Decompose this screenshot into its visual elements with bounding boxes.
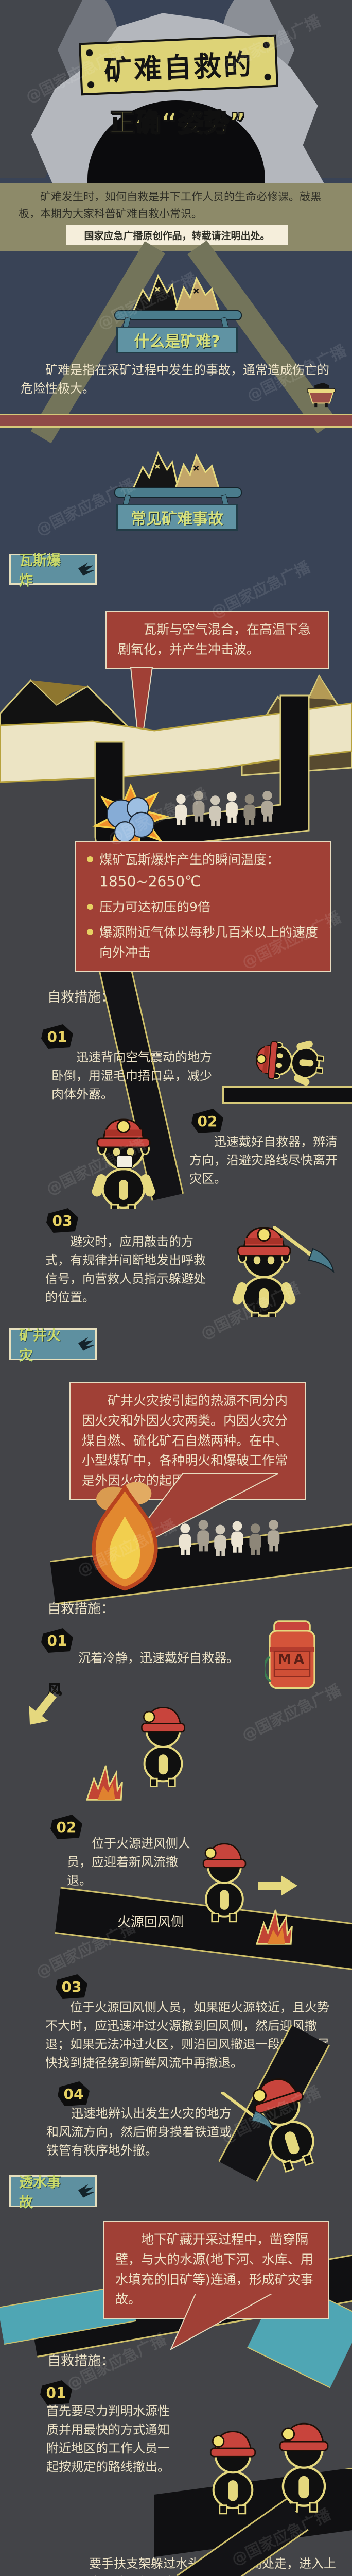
fire-measures-label: 自救措施： xyxy=(47,1601,115,1617)
fire-label-box: 矿井火灾 xyxy=(9,1328,97,1364)
what-is-sign: 什么是矿难? xyxy=(116,327,238,353)
title-plate: 矿难自救的 xyxy=(78,34,279,96)
fire-step3-text: 位于火源回风侧人员，如果距火源较近，且火势不大时，应迅速冲过火源撤到回风侧，然后… xyxy=(45,2000,329,2070)
gas-measures-label: 自救措施： xyxy=(47,990,115,1005)
mine-cart-icon xyxy=(307,382,336,408)
pickaxe-icon xyxy=(221,2092,278,2136)
gas-step2-text: 迅速戴好自救器，辨清方向，沿避灾路线尽快离开灾区。 xyxy=(189,1134,338,1186)
miner-back-icon xyxy=(198,2419,268,2519)
intro-paragraph: 矿难发生时，如何自救是井下工作人员的生命必修课。敲黑板，本期为大家科普矿难自救小… xyxy=(19,191,321,220)
source-note-box: 国家应急广播原创作品，转载请注明出处。 xyxy=(66,225,288,245)
fire-icon xyxy=(77,1478,172,1599)
rescue-mask xyxy=(116,1155,133,1168)
what-is-paragraph: 矿难是指在采矿过程中发生的事故，通常造成伤亡的危险性极大。 xyxy=(21,363,329,396)
coal-mounds-icon xyxy=(131,452,221,492)
crack-icon xyxy=(78,1337,95,1351)
water-measures-label: 自救措施： xyxy=(47,2353,115,2369)
gas-desc-pointer xyxy=(130,667,153,755)
water-desc-box: 地下矿藏开采过程中，凿穿隔壁，与大的水源(地下河、水库、用水填充的旧矿等)连通，… xyxy=(103,2221,329,2319)
common-accidents-sign: 常见矿难事故 xyxy=(116,504,238,531)
divider-bar xyxy=(0,414,352,428)
people-icons xyxy=(179,1514,282,1563)
miner-lying-icon xyxy=(253,1034,326,1089)
gas-bullet3: 爆源附近气体以每秒几百米以上的速度向外冲击 xyxy=(99,924,319,960)
self-rescuer-label: MA xyxy=(278,1652,307,1667)
gas-step1-text: 迅速背向空气震动的地方卧倒，用湿毛巾捂口鼻，减少肉体外露。 xyxy=(51,1050,212,1101)
crack-icon xyxy=(78,562,95,576)
gas-step3-text: 避灾时，应用敲击的方式，有规律并间断地发出呼救信号，向营救人员指示躲避处的位置。 xyxy=(45,1234,206,1304)
fire-step4-text: 迅速地辨认出发生火灾的地方和风流方向，然后俯身摸着铁道或铁管有秩序地外撤。 xyxy=(46,2106,232,2158)
bullet-dot xyxy=(87,856,93,862)
pickaxe-icon xyxy=(273,1226,340,1278)
fire-label: 矿井火灾 xyxy=(19,1328,61,1364)
cart-rail xyxy=(114,487,242,498)
arrow-right-icon xyxy=(258,1875,297,1896)
water-label-box: 透水事故 xyxy=(9,2175,97,2211)
mine-cross-section xyxy=(0,674,352,854)
miner-retreat-icon xyxy=(202,1842,247,1923)
hero-section: 矿难自救的 正确“姿势” xyxy=(0,0,352,183)
gas-bullet1-value: 1850~2650℃ xyxy=(99,872,201,890)
source-note: 国家应急广播原创作品，转载请注明出处。 xyxy=(84,230,270,242)
fire-desc-pointer xyxy=(119,1473,278,1556)
fire-step1-text: 沉着冷静，迅速戴好自救器。 xyxy=(78,1651,239,1665)
bullet-dot xyxy=(87,904,93,910)
gas-label-box: 瓦斯爆炸 xyxy=(9,553,97,589)
wind-arrow-icon xyxy=(29,1692,57,1725)
water-label: 透水事故 xyxy=(19,2175,61,2211)
bullet-dot xyxy=(87,928,93,935)
small-fire-icon xyxy=(86,1765,123,1801)
miner-back-icon xyxy=(267,2411,341,2517)
gas-desc-box: 瓦斯与空气混合，在高温下急剧氧化，并产生冲击波。 xyxy=(105,611,329,669)
water-desc-pointer xyxy=(170,2294,272,2351)
fire-step2-text: 位于火源进风侧人员，应迎着新风流撤退。 xyxy=(67,1836,190,1888)
water-step1-text: 首先要尽力判明水源性质并用最快的方式通知附近地区的工作人员一起按规定的路线撤出。 xyxy=(46,2404,170,2474)
return-air-caption: 火源回风侧 xyxy=(117,1914,185,1930)
coal-mounds-icon xyxy=(131,275,221,314)
gas-label: 瓦斯爆炸 xyxy=(19,553,61,589)
gas-bullet1-title: 煤矿瓦斯爆炸产生的瞬间温度： xyxy=(99,852,280,867)
gas-bullets-box: 煤矿瓦斯爆炸产生的瞬间温度： 1850~2650℃ 压力可达初压的9倍 爆源附近… xyxy=(75,841,331,972)
floor-bar xyxy=(222,1086,352,1104)
sub-title: 正确“姿势” xyxy=(109,107,247,138)
crack-icon xyxy=(78,2184,95,2198)
main-title: 矿难自救的 xyxy=(103,48,254,87)
miner-walking-icon xyxy=(140,1706,186,1788)
gas-step2-badge: 02 xyxy=(191,1109,223,1133)
gas-bullet2: 压力可达初压的9倍 xyxy=(99,900,210,915)
small-fire-icon xyxy=(256,1909,293,1945)
cart-rail xyxy=(114,310,242,320)
